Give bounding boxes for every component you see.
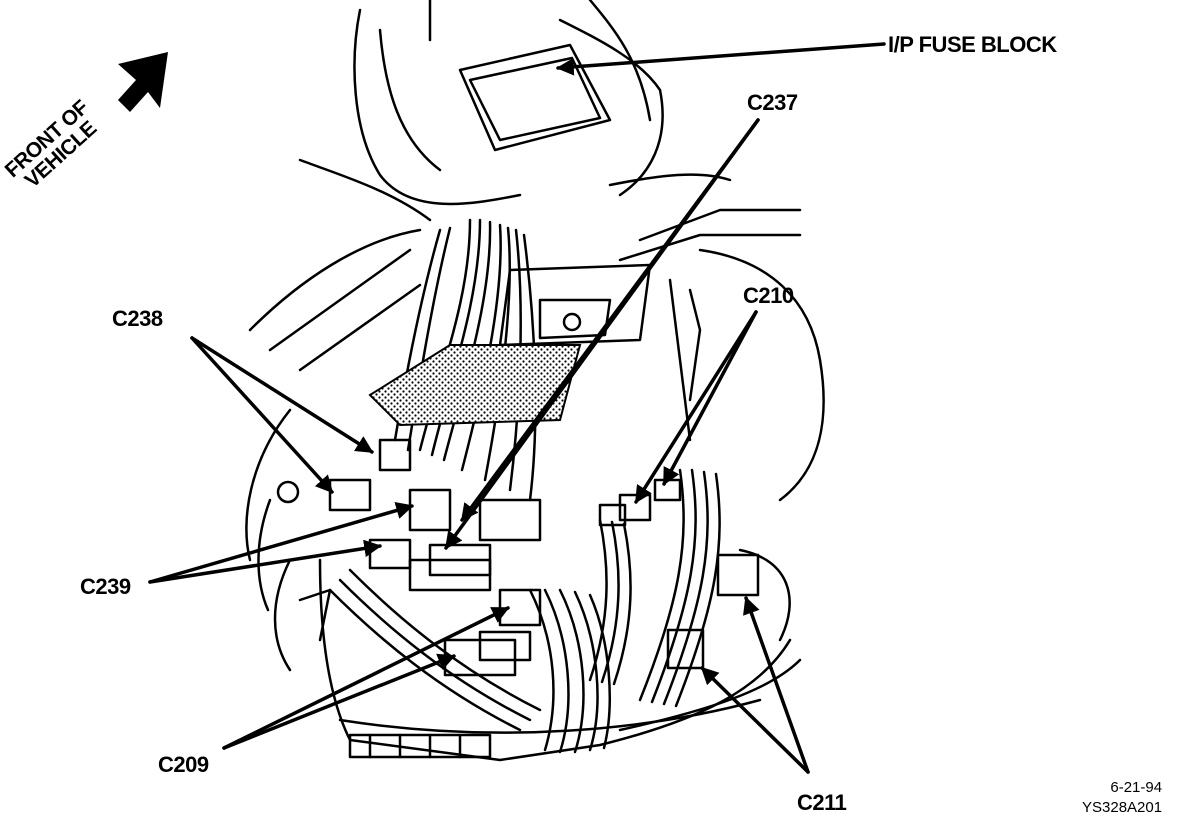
leader-c239-a	[148, 501, 414, 584]
leader-c239-b	[148, 539, 382, 584]
drawing-date: 6-21-94	[1110, 779, 1163, 796]
connector-c237-label: C237	[747, 90, 798, 115]
leader-c209-a	[222, 606, 510, 750]
leader-c238-a	[190, 336, 374, 454]
connector-c209-label: C209	[158, 752, 209, 777]
drawing-code: YS328A201	[1082, 799, 1163, 816]
leader-c211-a	[743, 596, 810, 774]
connector-c239-label: C239	[80, 574, 131, 599]
leader-c210-a	[634, 310, 758, 504]
fuse-block-label: I/P FUSE BLOCK	[888, 32, 1057, 57]
leader-fuse-block	[556, 42, 886, 76]
hatched-tape-region	[368, 344, 582, 427]
connector-c238-label: C238	[112, 306, 163, 331]
leader-c209-b	[222, 653, 456, 750]
leader-c210-b	[662, 310, 758, 486]
leader-c211-b	[700, 666, 810, 774]
connector-c211-label: C211	[797, 790, 847, 815]
connector-c210-label: C210	[743, 283, 794, 308]
leader-c237-b	[444, 118, 760, 550]
leader-c238-b	[190, 336, 334, 494]
front-direction-arrow	[118, 52, 168, 112]
drawing-stamp: 6-21-94 YS328A201	[1082, 778, 1162, 818]
